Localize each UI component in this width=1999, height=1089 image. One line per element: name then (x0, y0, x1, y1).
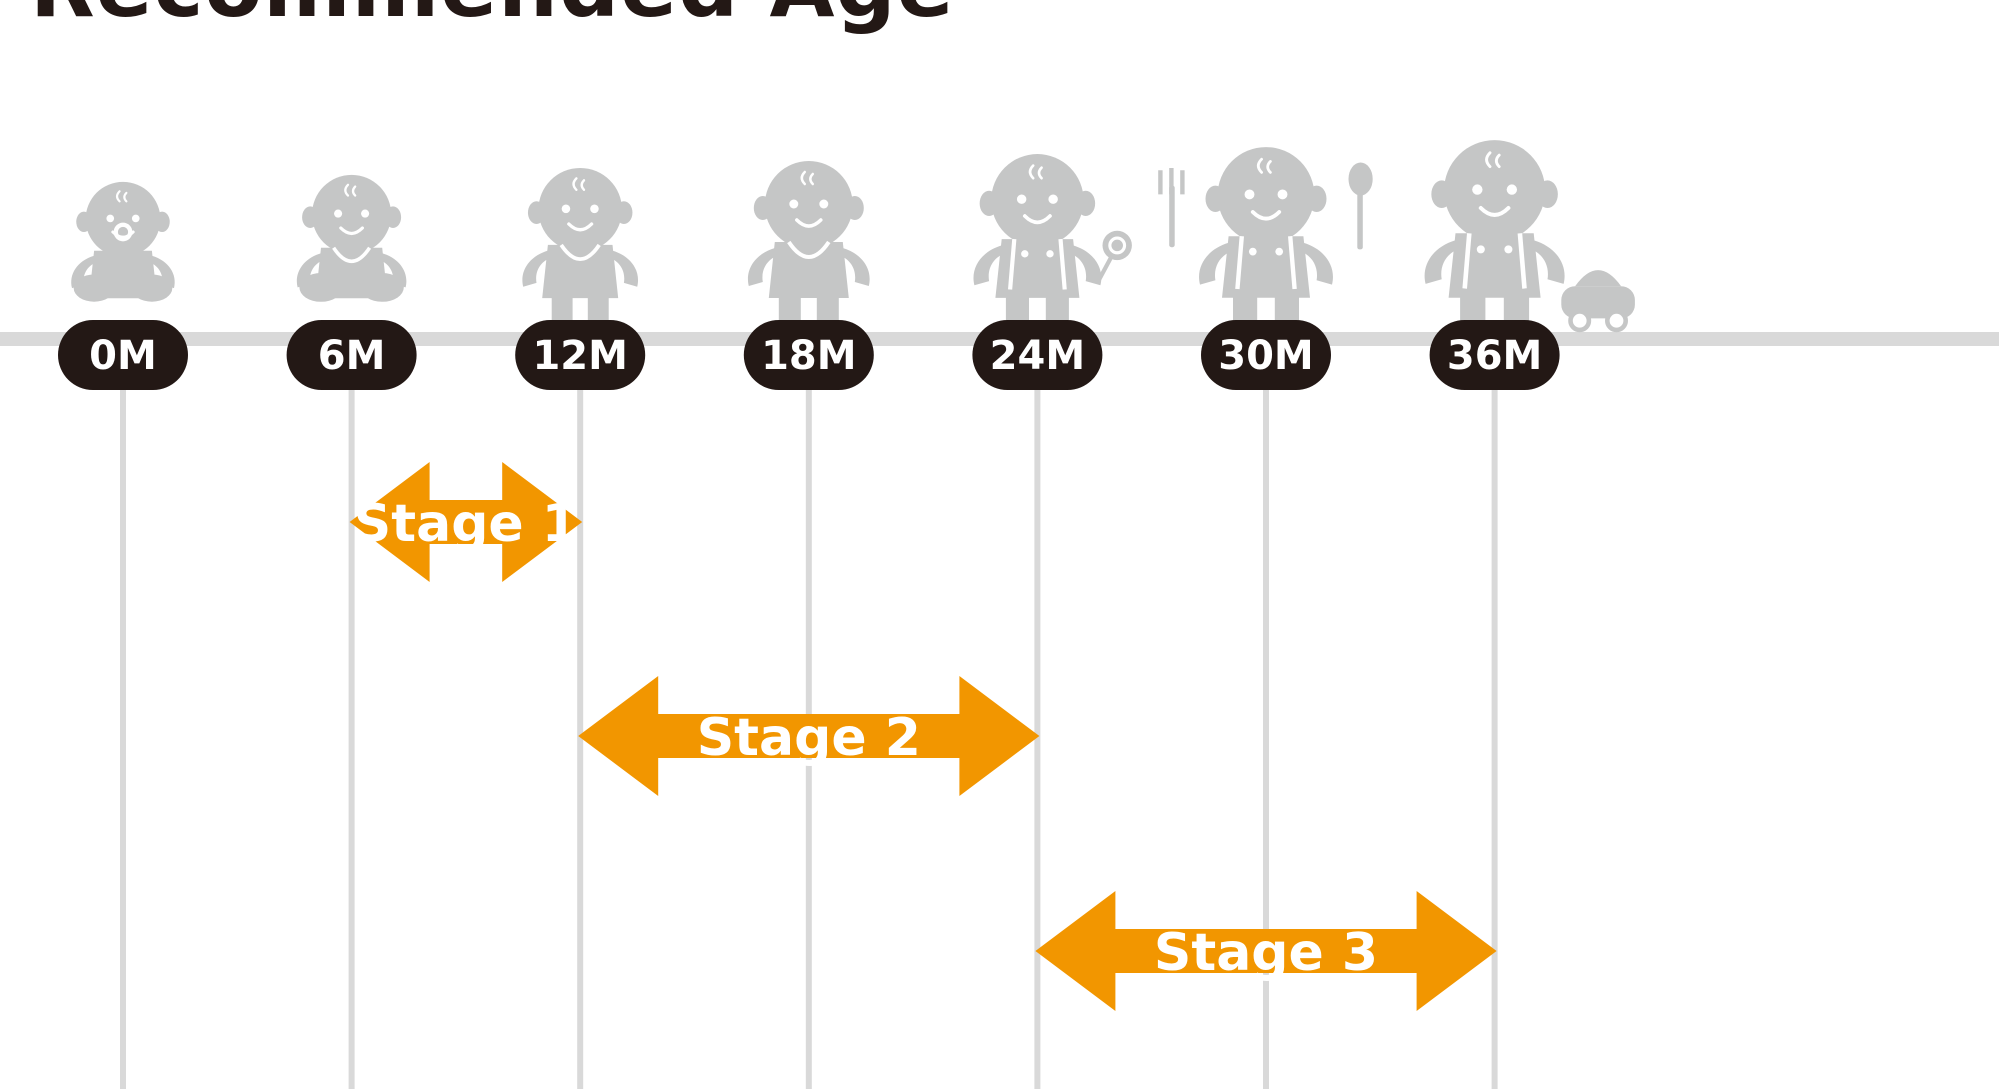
tick-line-0M (120, 360, 126, 1089)
newborn-with-pacifier-icon (71, 181, 175, 302)
toddler-with-lollipop-icon (973, 154, 1132, 341)
walking-toddler-icon (747, 161, 870, 339)
tick-line-6M (348, 360, 355, 1089)
tick-line-12M (577, 360, 584, 1089)
stage-label: Stage 3 (1154, 923, 1378, 983)
age-marker-label: 36M (1447, 333, 1542, 379)
age-marker-pill (515, 320, 646, 390)
age-marker-30M: 30M (1201, 320, 1331, 390)
tick-line-36M (1491, 360, 1498, 1089)
standing-baby-with-bib-icon (522, 167, 639, 338)
stage-arrow-shape (349, 462, 583, 582)
age-marker-pill (1429, 320, 1560, 390)
stage-arrow-2: Stage 2 (578, 676, 1040, 796)
tick-line-30M (1263, 360, 1269, 1089)
age-marker-36M: 36M (1429, 320, 1560, 390)
stage-label: Stage 1 (354, 494, 578, 554)
sitting-baby-with-bib-icon (296, 174, 407, 302)
age-marker-pill (972, 320, 1103, 390)
age-marker-12M: 12M (515, 320, 646, 390)
age-marker-pill (1201, 320, 1331, 390)
age-marker-6M: 6M (286, 320, 417, 390)
stage-arrow-shape (578, 676, 1040, 796)
tick-line-24M (1034, 360, 1041, 1089)
age-marker-label: 30M (1218, 333, 1313, 379)
toddler-with-fork-and-spoon-icon (1158, 147, 1373, 343)
age-marker-24M: 24M (972, 320, 1103, 390)
age-marker-pill (58, 320, 188, 390)
age-marker-label: 12M (532, 333, 627, 379)
age-marker-label: 24M (990, 333, 1085, 379)
stage-arrow-shape (1035, 891, 1497, 1011)
page-title: Recommended Age (30, 0, 955, 36)
age-marker-label: 18M (761, 333, 856, 379)
stage-arrow-3: Stage 3 (1035, 891, 1497, 1011)
age-marker-pill (286, 320, 417, 390)
stage-label: Stage 2 (697, 708, 921, 768)
age-marker-label: 0M (89, 333, 157, 379)
stage-arrow-1: Stage 1 (349, 462, 583, 582)
child-with-toy-car-icon (1424, 140, 1635, 345)
age-marker-18M: 18M (743, 320, 874, 390)
age-marker-0M: 0M (58, 320, 188, 390)
age-marker-pill (743, 320, 874, 390)
age-marker-label: 6M (318, 333, 386, 379)
